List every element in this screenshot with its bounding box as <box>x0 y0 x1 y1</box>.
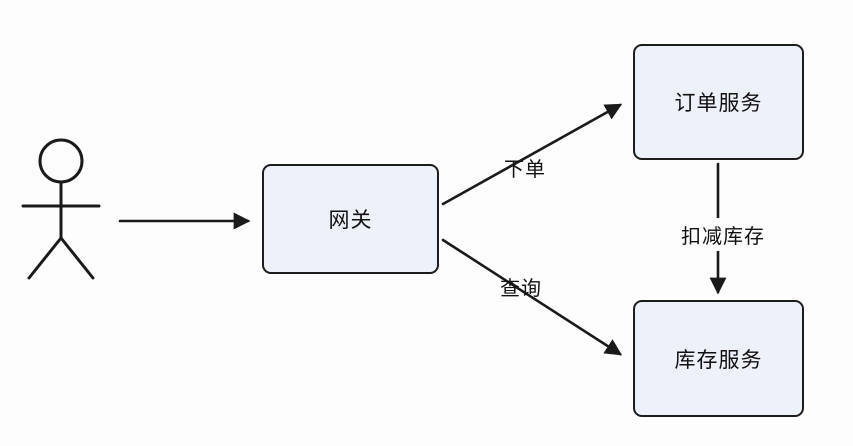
edge-label-place-order: 下单 <box>504 157 546 181</box>
actor-head-icon <box>38 138 84 184</box>
gateway-node: 网关 <box>262 164 439 274</box>
order-service-label: 订单服务 <box>674 91 763 115</box>
actor-figure <box>21 138 101 280</box>
actor-right-leg <box>59 236 95 280</box>
gateway-label: 网关 <box>328 208 373 232</box>
arrow-gateway-to-order <box>441 103 623 206</box>
edge-label-deduct-inventory: 扣减库存 <box>677 218 769 251</box>
actor-left-leg <box>27 236 63 280</box>
edge-label-query: 查询 <box>500 276 542 300</box>
arrow-gateway-to-inventory <box>441 238 623 356</box>
inventory-service-label: 库存服务 <box>674 347 763 372</box>
order-service-node: 订单服务 <box>633 44 804 160</box>
inventory-service-node: 库存服务 <box>633 300 804 417</box>
